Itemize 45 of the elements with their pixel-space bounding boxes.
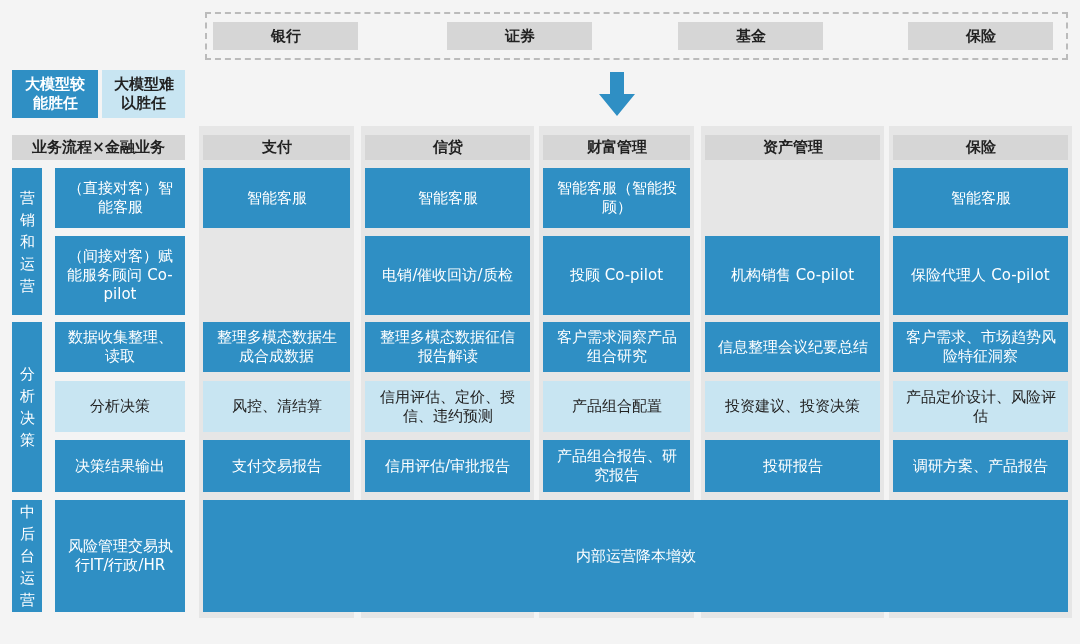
row-header: 决策结果输出 [55,440,185,492]
group-header: 中后台运营 [12,500,42,612]
row-header: 数据收集整理、读取 [55,322,185,372]
legend-swatch: 大模型较能胜任 [12,70,98,118]
table-cell: 产品组合报告、研究报告 [543,440,690,492]
table-cell: 客户需求洞察产品组合研究 [543,322,690,372]
table-cell: 保险代理人 Co-pilot [893,236,1068,315]
legend-swatch: 大模型难以胜任 [102,70,185,118]
group-header: 营销和运营 [12,168,42,315]
header-cell: 支付 [203,135,350,160]
table-cell: 整理多模态数据生成合成数据 [203,322,350,372]
table-cell: 内部运营降本增效 [203,500,1068,612]
table-cell: 智能客服 [893,168,1068,228]
header-cell: 信贷 [365,135,530,160]
table-cell: 信息整理会议纪要总结 [705,322,880,372]
table-cell: 智能客服 [365,168,530,228]
header-cell: 保险 [893,135,1068,160]
category-label: 保险 [908,22,1053,50]
category-label: 证券 [447,22,592,50]
table-cell: 智能客服（智能投顾） [543,168,690,228]
table-cell: 投顾 Co-pilot [543,236,690,315]
table-cell: 产品组合配置 [543,381,690,432]
table-cell: 信用评估/审批报告 [365,440,530,492]
table-cell: 客户需求、市场趋势风险特征洞察 [893,322,1068,372]
table-cell: 机构销售 Co-pilot [705,236,880,315]
group-header: 分析决策 [12,322,42,492]
row-header: 分析决策 [55,381,185,432]
table-cell: 电销/催收回访/质检 [365,236,530,315]
category-label: 银行 [213,22,358,50]
header-cell: 财富管理 [543,135,690,160]
table-cell: 支付交易报告 [203,440,350,492]
header-cell: 资产管理 [705,135,880,160]
table-cell: 产品定价设计、风险评估 [893,381,1068,432]
table-cell: 整理多模态数据征信报告解读 [365,322,530,372]
row-header: （间接对客）赋能服务顾问 Co-pilot [55,236,185,315]
table-cell: 风控、清结算 [203,381,350,432]
header-cell: 业务流程×金融业务 [12,135,185,160]
category-label: 基金 [678,22,823,50]
table-cell: 投研报告 [705,440,880,492]
table-cell: 投资建议、投资决策 [705,381,880,432]
table-cell: 智能客服 [203,168,350,228]
row-header: 风险管理交易执行IT/行政/HR [55,500,185,612]
table-cell: 信用评估、定价、授信、违约预测 [365,381,530,432]
row-header: （直接对客）智能客服 [55,168,185,228]
table-cell: 调研方案、产品报告 [893,440,1068,492]
